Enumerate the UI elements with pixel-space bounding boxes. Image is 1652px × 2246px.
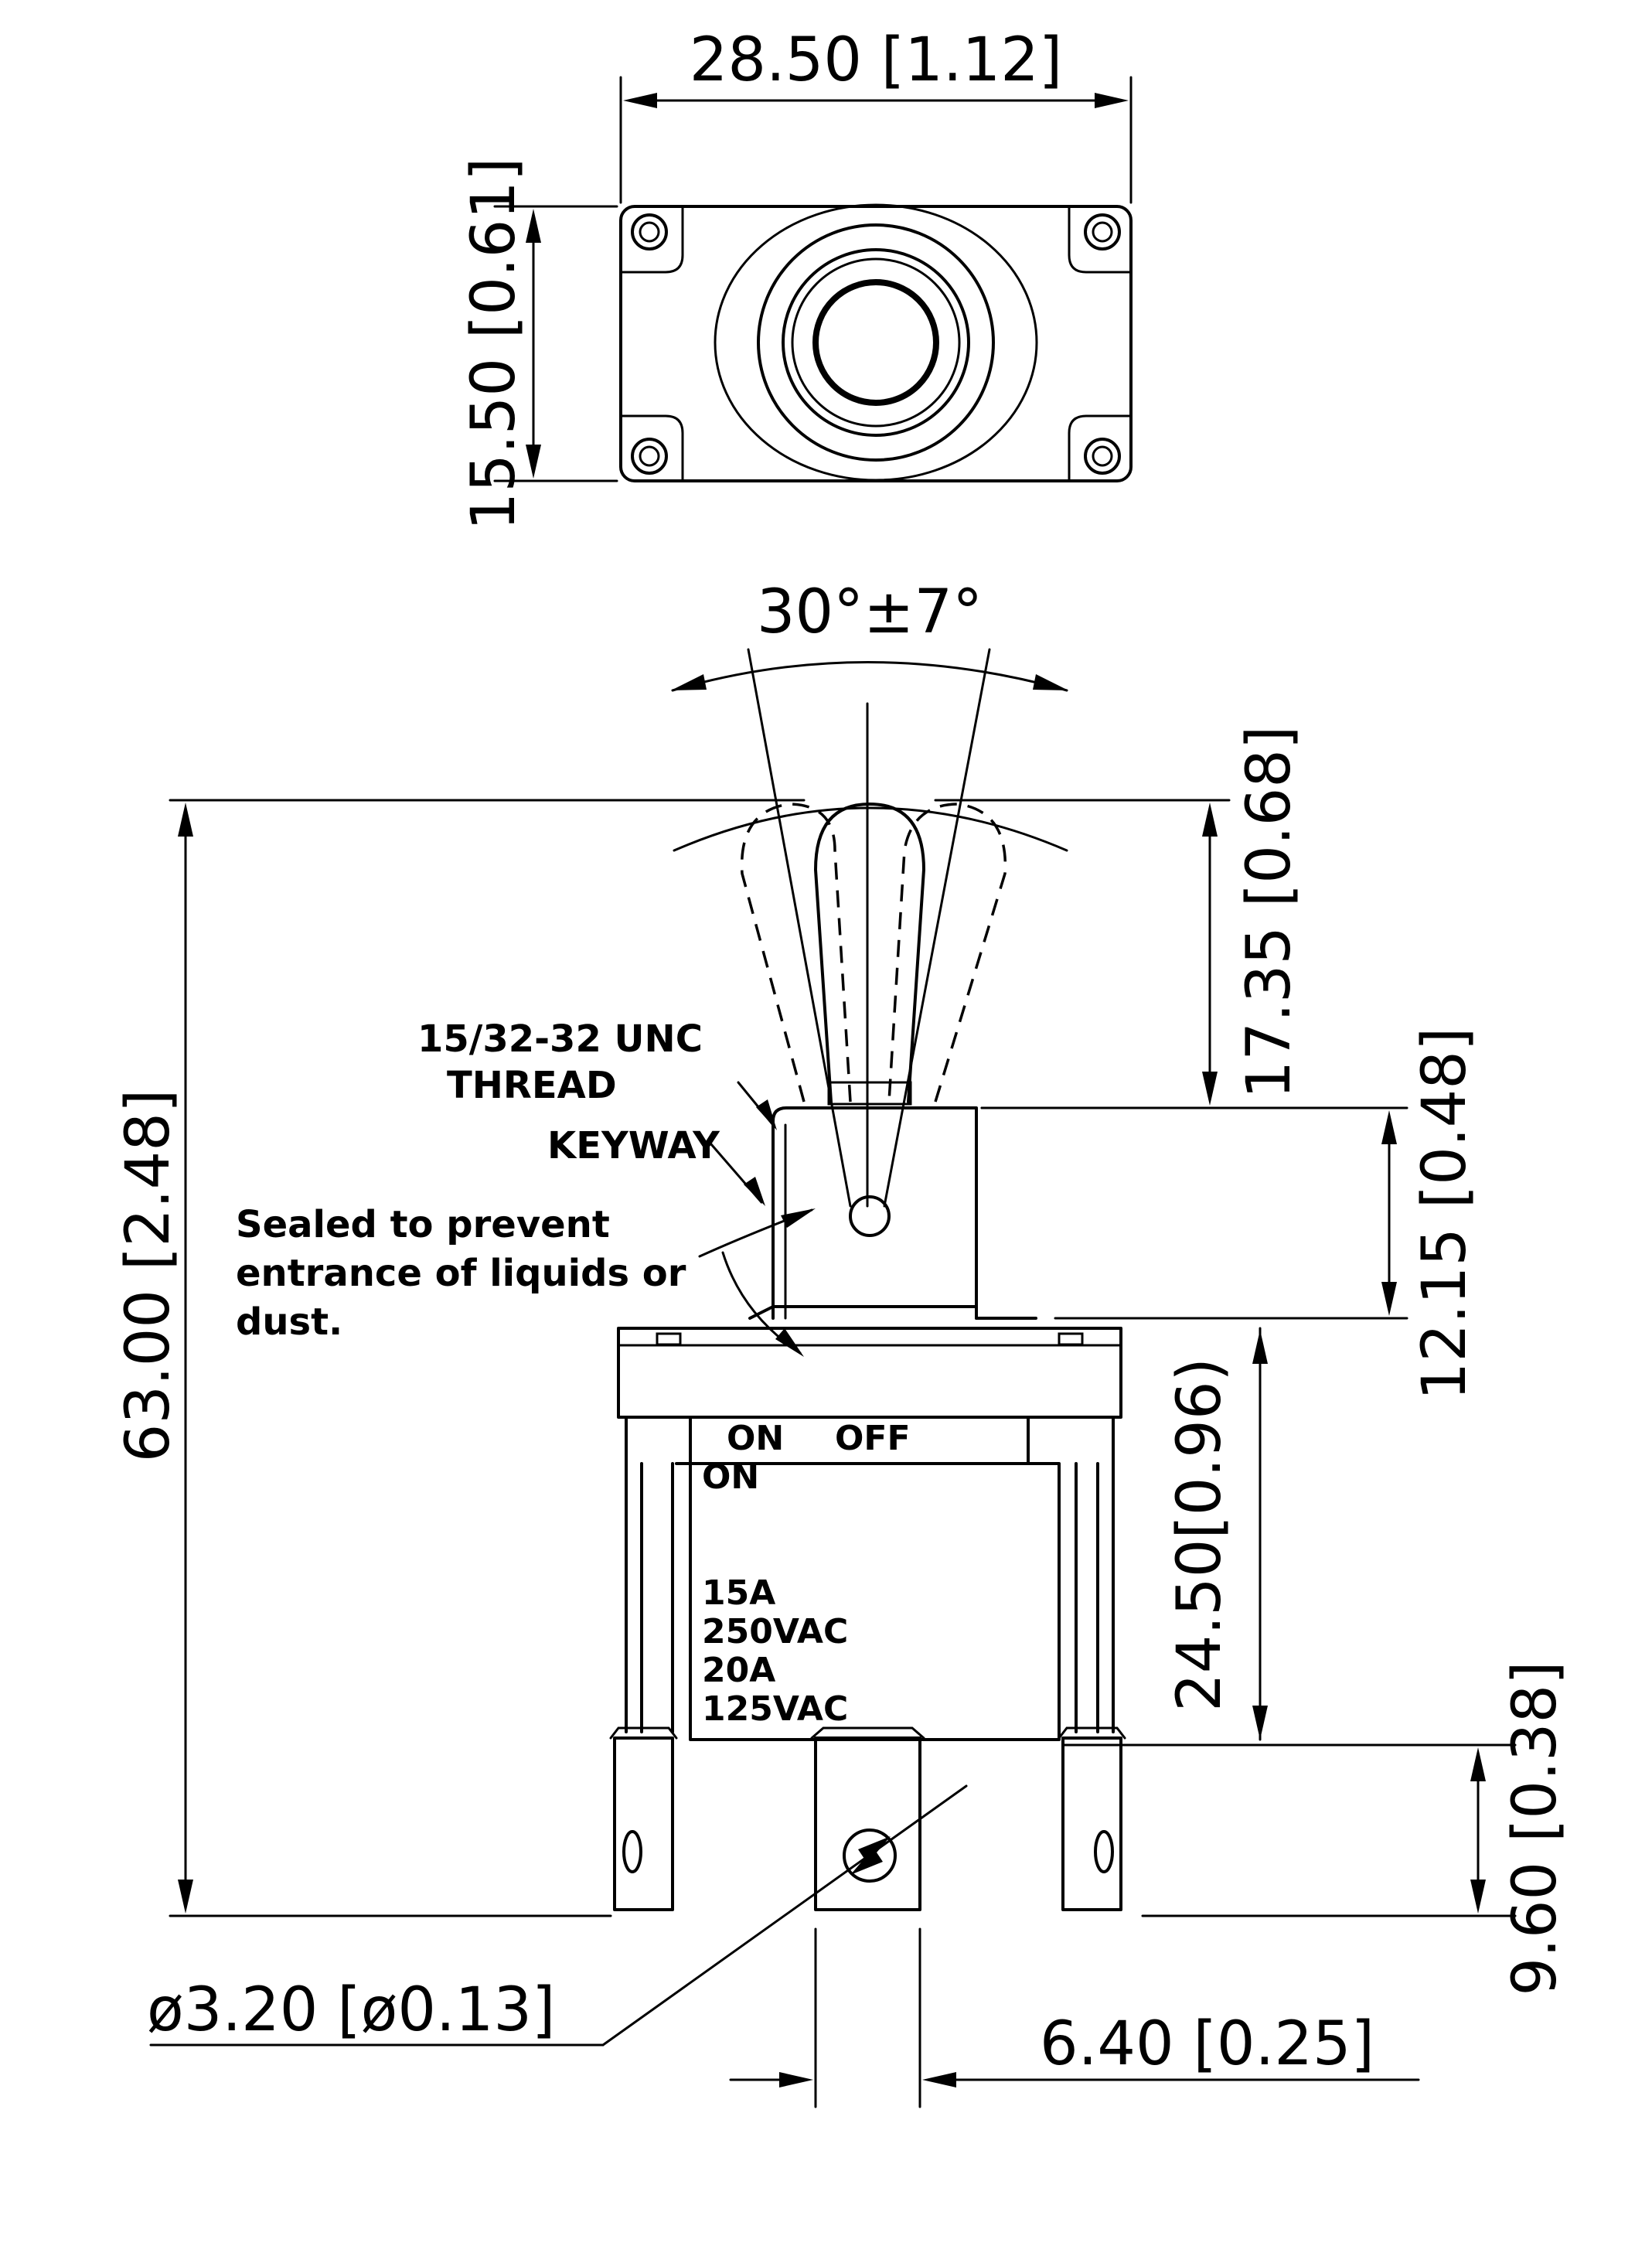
top-height-label: 15.50 [0.61] [459,158,529,531]
overall-height-label: 63.00 [2.48] [114,1089,183,1463]
hole-diameter-label: ø3.20 [ø0.13] [147,1975,555,2045]
on-label-bottom: ON [702,1457,759,1497]
terminal-center [810,1726,925,1911]
rating-15a: 15A [702,1573,775,1613]
handle-collar [827,1081,912,1106]
bushing-top-icon [714,203,1038,482]
rating-20a: 20A [702,1651,775,1690]
bushing-flange [748,1305,1037,1320]
terminal-width-label: 6.40 [0.25] [1040,2009,1374,2079]
terminal-height-label: 9.60 [0.38] [1500,1661,1570,1996]
side-view: 30°±7° [114,578,1570,2108]
angle-dimension: 30°±7° [671,578,1068,1208]
body-legs [625,1416,1115,1733]
on-label-top: ON [727,1419,784,1458]
pivot-icon [849,1195,891,1237]
terminal-right [1058,1726,1126,1911]
toggle-handle-left-dashed [740,803,852,1103]
thread-callout: 15/32-32 UNC THREAD [417,1017,777,1130]
top-height-dimension: 15.50 [0.61] [459,158,618,531]
overall-height-dimension: 63.00 [2.48] [114,799,806,1917]
sealed-line3: dust. [236,1300,342,1344]
bushing-height-dimension: 12.15 [0.48] [980,1028,1480,1401]
sealed-line2: entrance of liquids or [236,1252,686,1295]
bushing-height-label: 12.15 [0.48] [1410,1028,1480,1401]
off-label: OFF [835,1419,911,1458]
terminal-height-dimension: 9.60 [0.38] [1061,1661,1570,1996]
handle-height-dimension: 17.35 [0.68] [934,726,1304,1109]
body-height-dimension: 24.50[0.96) [1165,1327,1268,1741]
thread-label-line2: THREAD [447,1064,617,1107]
rating-125vac: 125VAC [702,1689,848,1729]
top-width-label: 28.50 [1.12] [690,26,1063,95]
top-view-housing [619,205,1133,482]
switch-body-top [617,1327,1122,1419]
handle-swing-arc [673,806,1068,852]
sealed-callout: Sealed to prevent entrance of liquids or… [236,1203,816,1357]
top-view-ear-outline [619,205,1133,482]
terminal-width-dimension: 6.40 [0.25] [729,1927,1420,2108]
top-view: 28.50 [1.12] 15.50 [0.61] [459,26,1133,531]
toggle-handle [814,803,925,1103]
handle-height-label: 17.35 [0.68] [1235,726,1304,1099]
body-height-label: 24.50[0.96) [1165,1358,1235,1712]
toggle-handle-right-dashed [887,803,1007,1103]
terminal-hole-icon [843,1828,897,1883]
angle-label: 30°±7° [757,578,983,647]
thread-label-line1: 15/32-32 UNC [417,1017,703,1061]
rating-250vac: 250VAC [702,1612,848,1651]
keyway-label: KEYWAY [547,1124,720,1167]
mounting-hole-icon [631,213,1121,475]
top-width-dimension: 28.50 [1.12] [619,26,1133,204]
sealed-line1: Sealed to prevent [236,1203,610,1246]
terminal-left [609,1726,678,1911]
keyway-callout: KEYWAY [547,1124,765,1206]
hole-diameter-callout: ø3.20 [ø0.13] [147,1784,968,2047]
